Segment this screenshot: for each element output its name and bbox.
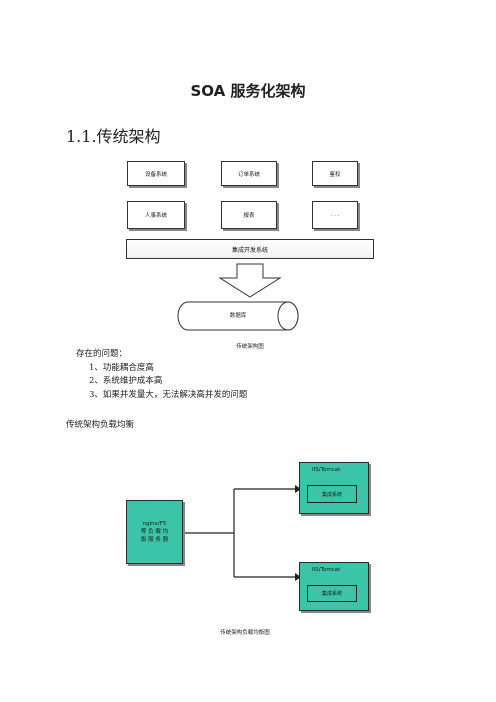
down-arrow-icon: [218, 263, 282, 298]
server-box-2: IIS/Tomcat 集成系统: [299, 562, 369, 611]
server-title: IIS/Tomcat: [312, 567, 341, 573]
system-box-auth: 鉴权: [312, 161, 358, 186]
server-box-1: IIS/Tomcat 集成系统: [299, 462, 369, 514]
integration-bar: 集成开发系统: [126, 239, 374, 259]
lb-label-line: nginx/F5: [142, 521, 167, 527]
lb-label-line: 等 负 载 均: [140, 529, 169, 535]
system-box-report: 报表: [221, 201, 277, 229]
load-balancer-box: nginx/F5 等 负 载 均 衡 服 务 器: [126, 500, 183, 564]
problems-list: 存在的问题： 1、功能耦合度高 2、系统维护成本高 3、如果并发量大，无法解决高…: [76, 348, 247, 402]
integration-system-box: 集成系统: [307, 585, 357, 602]
system-box-equipment: 设备系统: [127, 161, 185, 186]
system-box-order: 订单系统: [221, 161, 277, 186]
lb-label-line: 衡 服 务 器: [140, 537, 169, 543]
integration-system-box: 集成系统: [307, 485, 357, 503]
section-heading: 1.1.传统架构: [66, 127, 161, 146]
system-box-more: . . .: [312, 201, 358, 229]
problem-item: 2、系统维护成本高: [89, 376, 163, 386]
diagram1-caption: 传统架构图: [236, 344, 264, 350]
database-label: 数据库: [229, 313, 247, 319]
page-title: SOA 服务化架构: [190, 82, 306, 100]
problems-heading: 存在的问题：: [76, 349, 128, 359]
database-icon: [177, 301, 299, 331]
problem-item: 1、功能耦合度高: [89, 362, 154, 373]
problem-item: 3、如果并发量大，无法解决高并发的问题: [89, 389, 248, 400]
server-title: IIS/Tomcat: [312, 467, 341, 473]
load-balancing-heading: 传统架构负载均衡: [66, 420, 135, 430]
diagram2-caption: 传统架构负载均衡图: [220, 630, 270, 636]
system-box-hr: 人事系统: [127, 201, 185, 229]
